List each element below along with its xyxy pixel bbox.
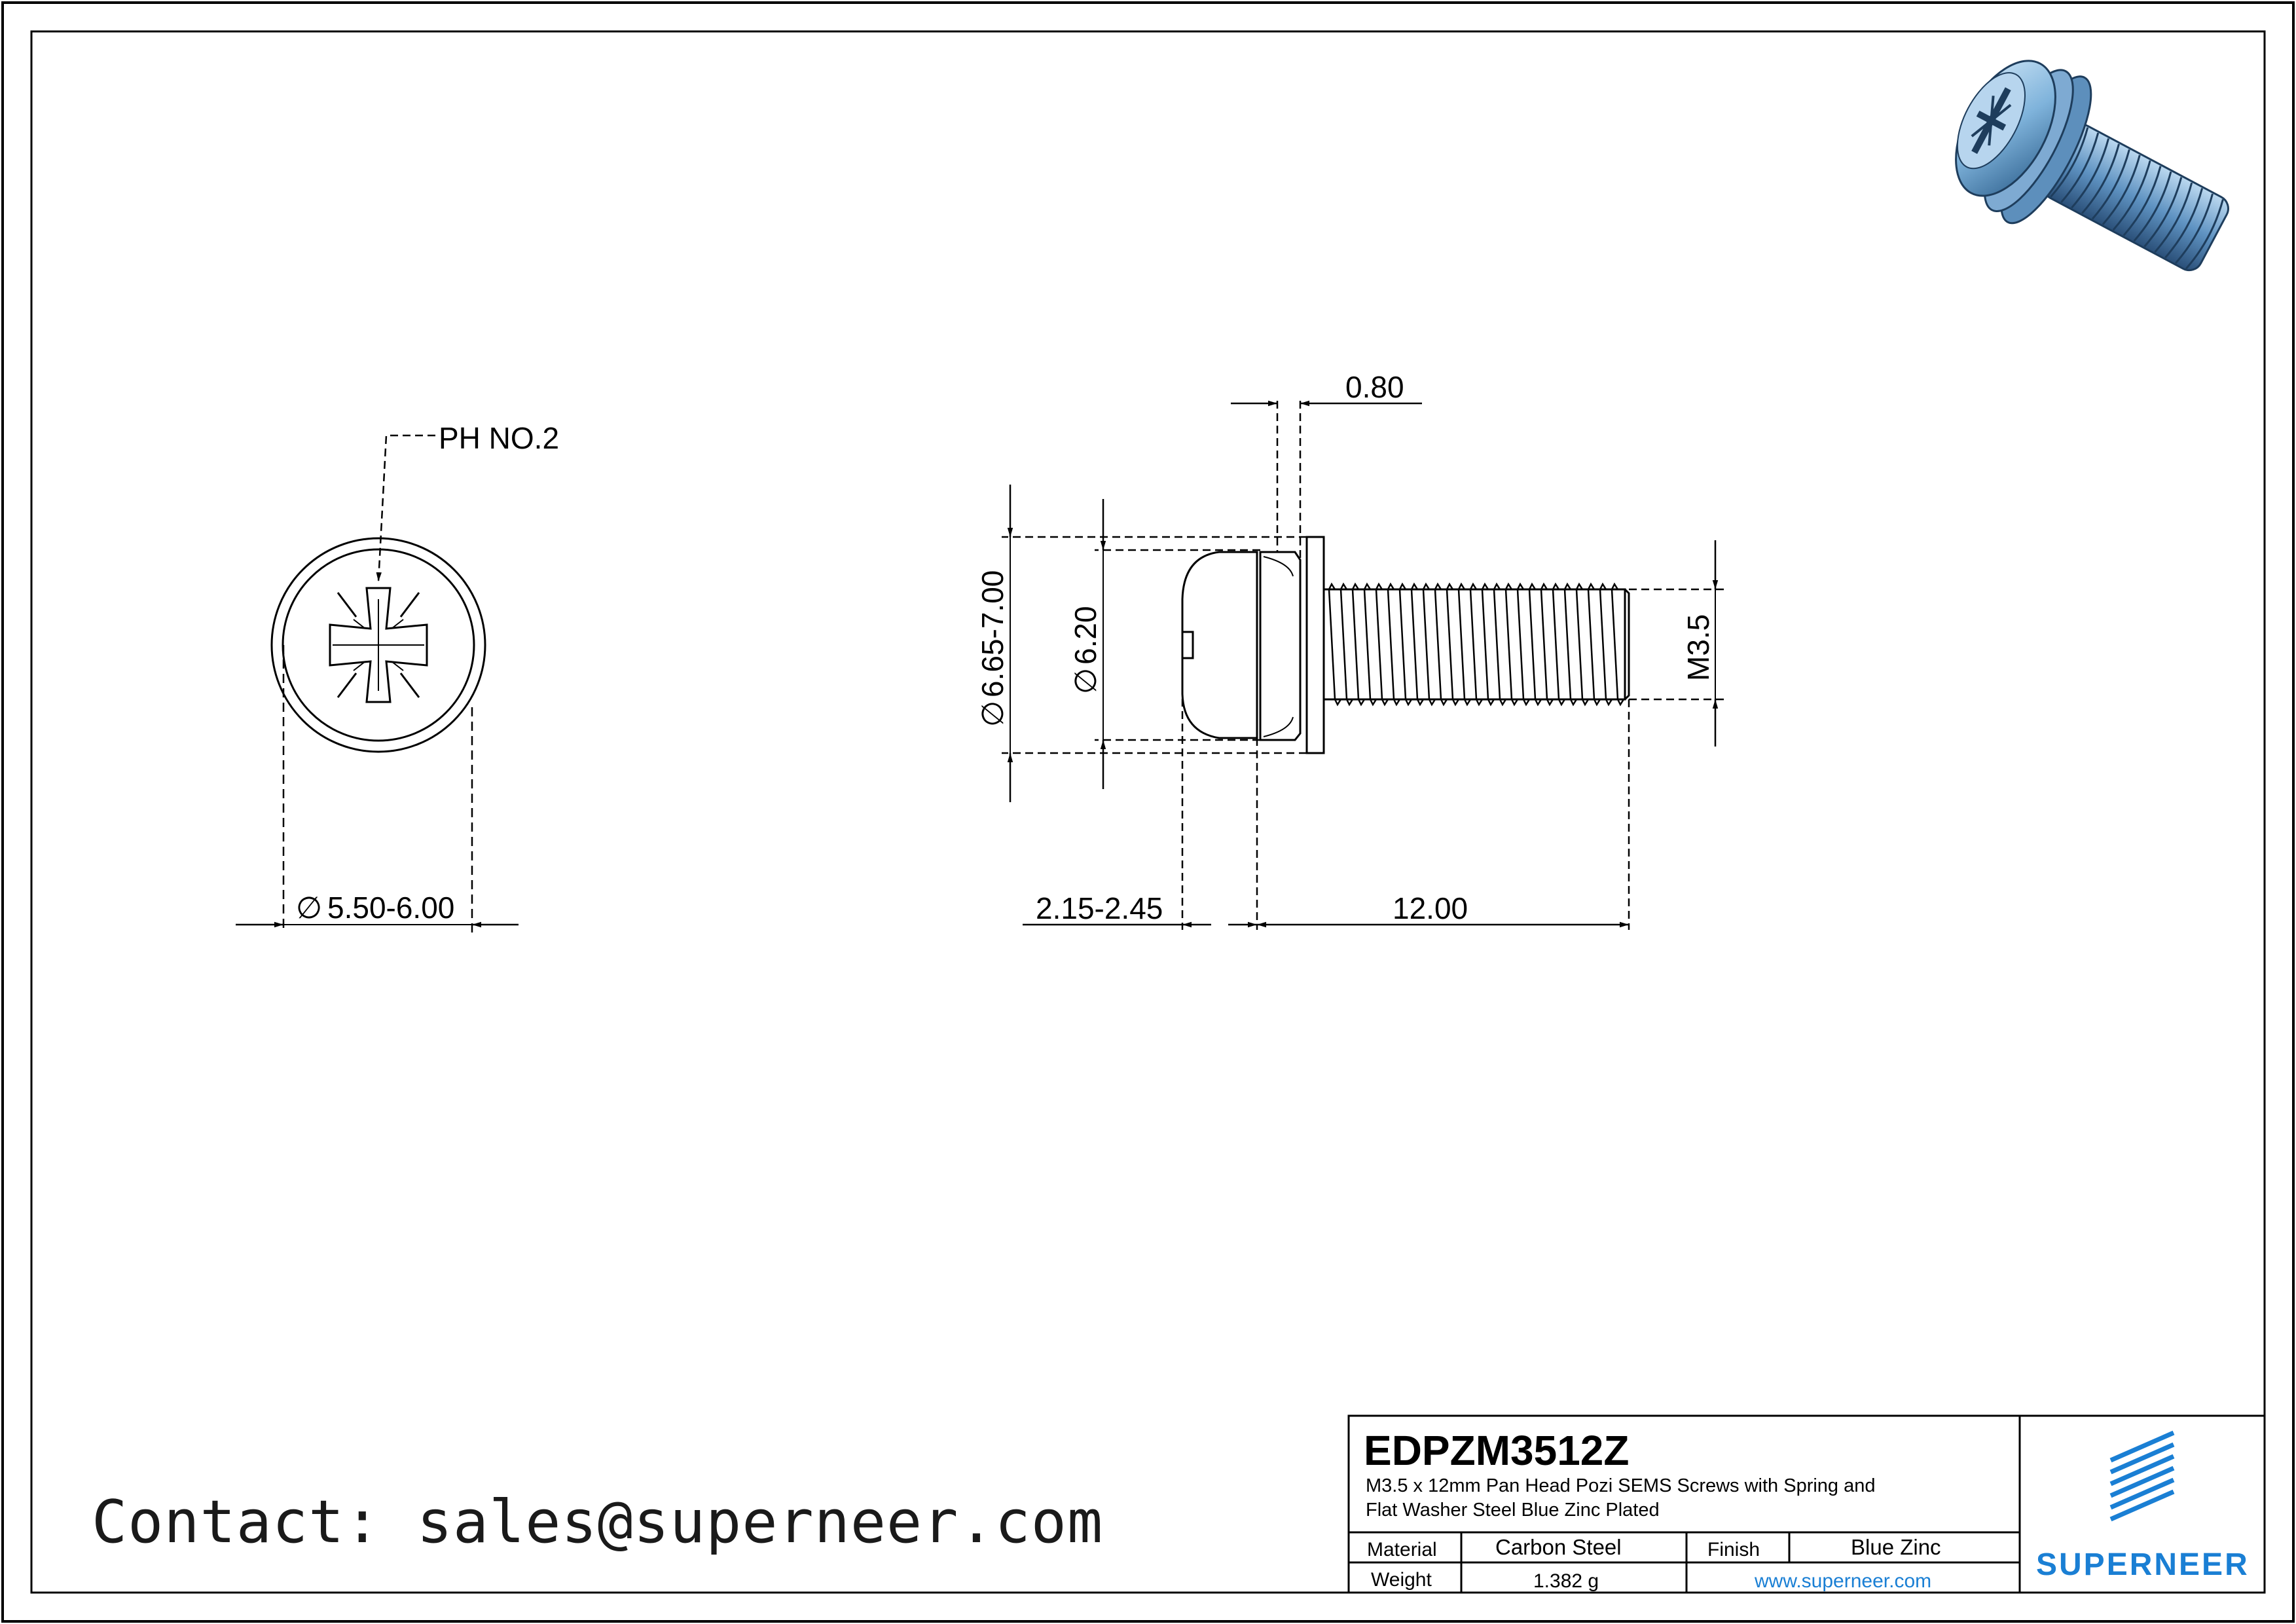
thread-dim	[1629, 540, 1728, 747]
screw-3d-render-icon	[1955, 60, 2229, 272]
washer-thickness-text: 0.80	[1345, 370, 1404, 404]
material-label: Material	[1367, 1539, 1437, 1560]
brand-name: SUPERNEER	[2036, 1547, 2250, 1582]
washer-diameter-dim	[1002, 485, 1307, 802]
description-line-1: M3.5 x 12mm Pan Head Pozi SEMS Screws wi…	[1366, 1475, 1876, 1496]
contact-email[interactable]: Contact: sales@superneer.com	[92, 1488, 1104, 1557]
diameter-symbol: ∅	[296, 891, 322, 925]
spring-diameter-dim	[1095, 499, 1260, 789]
head-callout: PH NO.2	[376, 421, 559, 582]
washer-diameter-symbol: ∅	[975, 701, 1010, 727]
weight-value: 1.382 g	[1533, 1570, 1599, 1592]
part-number: EDPZM3512Z	[1364, 1427, 1629, 1474]
weight-label: Weight	[1371, 1569, 1432, 1591]
finish-label: Finish	[1707, 1539, 1760, 1560]
thread-lines	[1328, 582, 1625, 707]
length-text: 12.00	[1393, 891, 1468, 925]
thread-text: M3.5	[1681, 614, 1715, 681]
length-dims	[1023, 661, 1630, 930]
spring-diameter-text: 6.20	[1068, 606, 1102, 665]
washer-diameter-text: 6.65-7.00	[975, 570, 1010, 697]
head-top-view	[270, 537, 486, 753]
washer-thickness-dim	[1231, 400, 1422, 694]
material-value: Carbon Steel	[1495, 1535, 1622, 1559]
title-block	[1347, 1414, 2266, 1594]
head-diameter-text: 5.50-6.00	[327, 891, 454, 925]
head-diameter-dim	[236, 645, 519, 933]
spring-diameter-symbol: ∅	[1068, 668, 1102, 694]
description-line-2: Flat Washer Steel Blue Zinc Plated	[1366, 1500, 1660, 1521]
screw-side-view	[1181, 536, 1630, 754]
finish-value: Blue Zinc	[1851, 1535, 1941, 1559]
superneer-logo-icon	[2109, 1430, 2175, 1522]
head-callout-text: PH NO.2	[439, 421, 559, 455]
inner-border	[30, 30, 2266, 1594]
head-height-text: 2.15-2.45	[1036, 891, 1163, 925]
website-link[interactable]: www.superneer.com	[1754, 1570, 1931, 1592]
